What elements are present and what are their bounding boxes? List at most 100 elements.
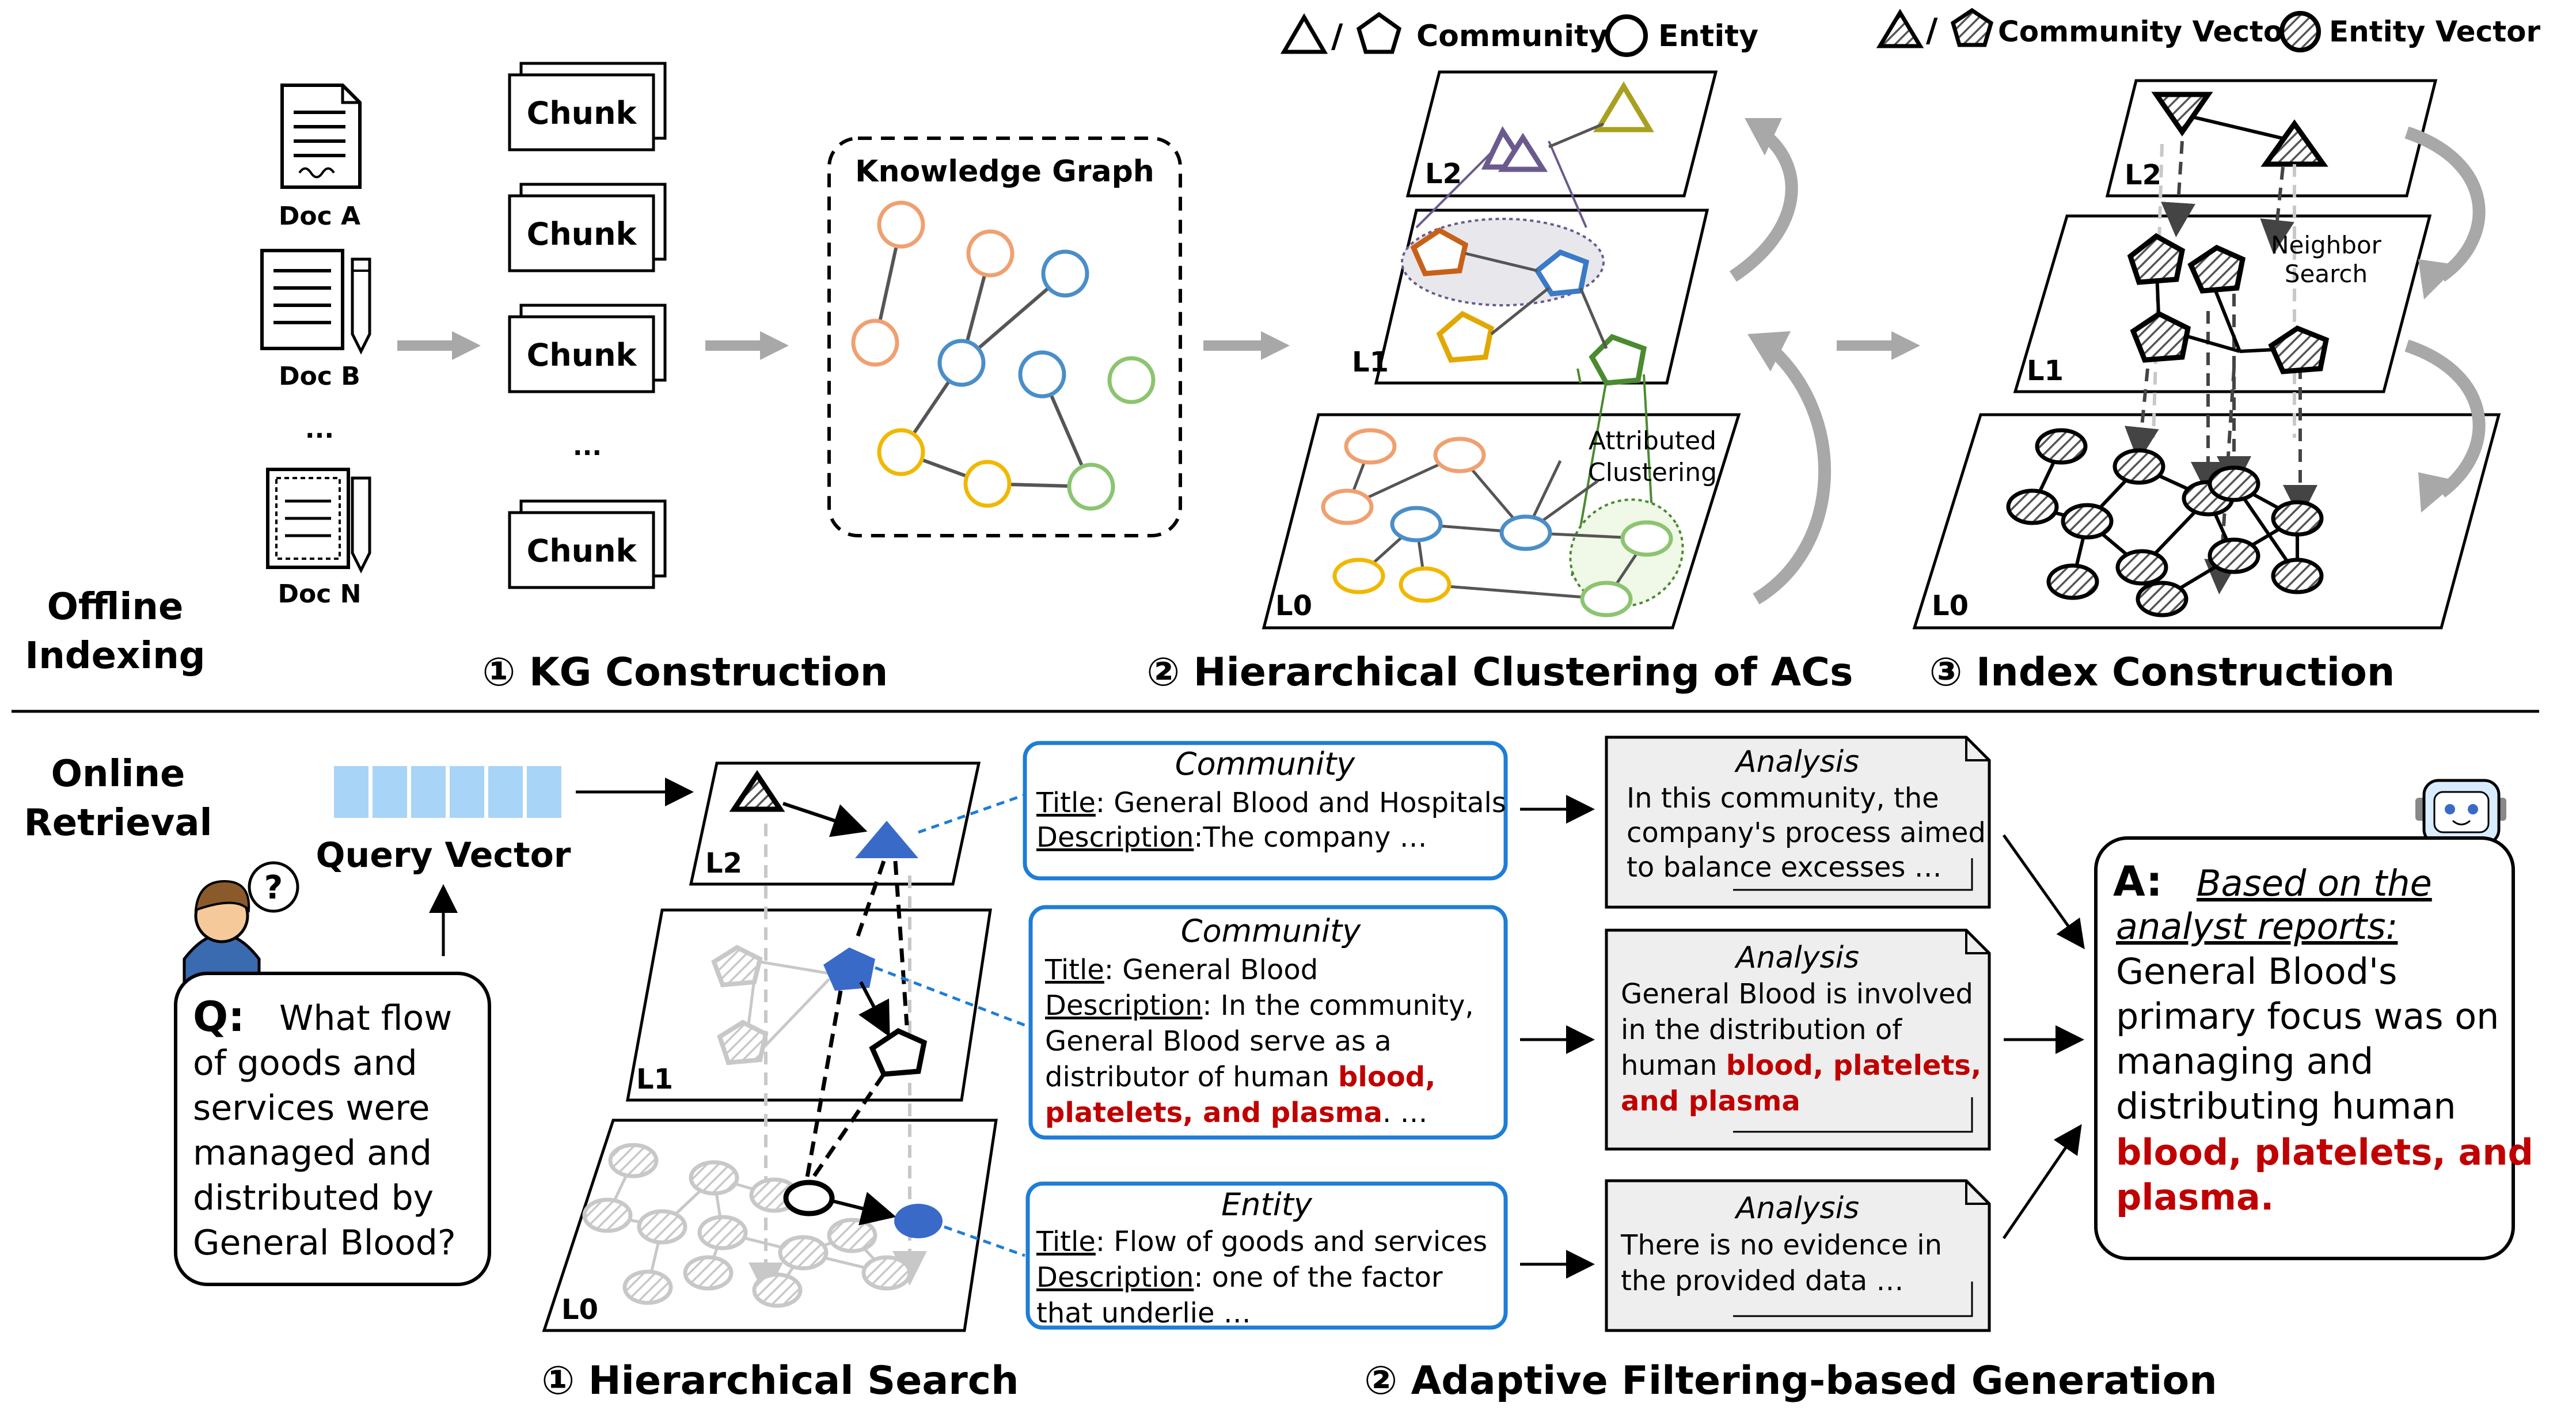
svg-text:Chunk: Chunk xyxy=(527,533,637,569)
query-vector-bar xyxy=(334,766,561,818)
online-label-line2: Retrieval xyxy=(24,802,212,844)
kg-node-orange-2 xyxy=(966,229,1015,278)
community-card-1: Community Title: General Blood and Hospi… xyxy=(1023,741,1508,881)
question-line-6: General Blood? xyxy=(193,1223,456,1263)
svg-text:Community: Community xyxy=(1181,913,1362,949)
legend-index: / Community Vector Entity Vector xyxy=(1876,7,2540,52)
step-index-construction: ③ Index Construction xyxy=(1929,650,2395,695)
kg-node-orange-3 xyxy=(851,319,899,367)
answer-prefix: A: xyxy=(2113,857,2163,905)
doc-ellipsis: ... xyxy=(305,415,334,444)
kg-node-yellow-2 xyxy=(963,460,1012,508)
svg-text:Title: Flow of goods and servi: Title: Flow of goods and services xyxy=(1036,1226,1487,1258)
legend-entity-vector: Entity Vector xyxy=(2329,15,2540,48)
orange-pentagon xyxy=(1410,227,1469,276)
clustering-l2-label: L2 xyxy=(1425,158,1462,190)
kg-node-green-1 xyxy=(1107,356,1156,404)
legend-clustering: / Community Entity xyxy=(1280,12,1758,57)
step-adaptive-generation: ② Adaptive Filtering-based Generation xyxy=(1364,1358,2217,1404)
entity-vector-circle-icon xyxy=(2279,11,2321,52)
arrow-analysis1-to-answer xyxy=(2002,834,2085,950)
legend-slash-1: / xyxy=(1331,18,1343,55)
question-line-1: What flow xyxy=(279,998,452,1038)
answer-lead-1: Based on the xyxy=(2197,862,2432,904)
search-l0-label: L0 xyxy=(561,1294,598,1326)
search-l1-label: L1 xyxy=(636,1063,673,1095)
svg-text:company's process aimed: company's process aimed xyxy=(1627,817,1986,849)
index-l0-label: L0 xyxy=(1932,590,1969,622)
arrow-docs-to-chunks-head xyxy=(452,331,481,360)
question-line-5: distributed by xyxy=(193,1178,434,1218)
clustering-feedback-arrows xyxy=(1729,118,1832,605)
documents-column: Doc A Doc B ... Doc N xyxy=(260,84,371,609)
offline-label-line2: Indexing xyxy=(25,635,205,677)
search-l2-label: L2 xyxy=(705,847,742,880)
kg-node-blue-2 xyxy=(937,339,986,387)
arrow-clustering-to-index-head xyxy=(1891,331,1920,360)
arrow-chunks-to-kg-head xyxy=(760,331,789,360)
legend-slash-2: / xyxy=(1926,12,1938,50)
analysis-2: Analysis General Blood is involved in th… xyxy=(1605,928,1991,1151)
question-line-4: managed and xyxy=(193,1133,432,1173)
retrieved-triangle xyxy=(855,821,918,858)
svg-text:human blood, platelets,: human blood, platelets, xyxy=(1621,1049,1981,1082)
answer-lead-2: analyst reports: xyxy=(2116,905,2398,947)
svg-text:Description: In the community,: Description: In the community, xyxy=(1045,990,1474,1022)
chunk-2: Chunk xyxy=(508,183,667,272)
svg-text:General Blood's: General Blood's xyxy=(2116,950,2397,992)
online-label-line1: Online xyxy=(51,753,185,795)
user-avatar: ? xyxy=(183,861,299,987)
blue-pentagon xyxy=(1534,249,1590,297)
answer-box: A: Based on the analyst reports: General… xyxy=(2094,836,2533,1260)
retrieved-entity xyxy=(894,1204,943,1238)
chunk-3: Chunk xyxy=(508,304,667,393)
legend-community: Community xyxy=(1416,19,1608,54)
doc-a-icon xyxy=(280,84,362,189)
question-line-3: services were xyxy=(193,1088,430,1128)
index-levels: L2 L1 L0 xyxy=(1912,79,2501,630)
retrieved-pentagon xyxy=(823,947,875,991)
step-hierarchical-search: ① Hierarchical Search xyxy=(542,1358,1019,1404)
svg-text:Chunk: Chunk xyxy=(527,216,637,252)
entity-card: Entity Title: Flow of goods and services… xyxy=(1025,1181,1508,1330)
purple-triangle xyxy=(1498,132,1548,172)
index-l1-label: L1 xyxy=(2027,355,2064,387)
doc-a-label: Doc A xyxy=(279,202,360,231)
svg-text:Title: General Blood: Title: General Blood xyxy=(1044,954,1318,986)
svg-text:distributor of human blood,: distributor of human blood, xyxy=(1045,1061,1435,1093)
analysis-1: Analysis In this community, the company'… xyxy=(1605,736,1991,909)
svg-text:Analysis: Analysis xyxy=(1734,941,1859,975)
neighbor-label-2: Search xyxy=(2285,260,2368,288)
legend-community-vector: Community Vector xyxy=(1998,15,2297,48)
svg-text:Description: one of the factor: Description: one of the factor xyxy=(1036,1261,1443,1294)
svg-text:that underlie …: that underlie … xyxy=(1036,1297,1251,1329)
triangle-icon xyxy=(1280,13,1328,54)
svg-text:platelets, and plasma. …: platelets, and plasma. … xyxy=(1045,1097,1428,1129)
community-vector-pentagon-icon xyxy=(1950,7,1994,47)
attributed-label-1: Attributed xyxy=(1589,426,1716,456)
svg-text:Analysis: Analysis xyxy=(1734,745,1859,779)
svg-text:in the distribution of: in the distribution of xyxy=(1621,1014,1902,1046)
clustering-l0-label: L0 xyxy=(1275,590,1312,622)
question-bubble-mark: ? xyxy=(264,869,283,907)
svg-text:to balance excesses …: to balance excesses … xyxy=(1627,851,1942,884)
olive-triangle xyxy=(1593,81,1654,132)
chunks-column: Chunk Chunk Chunk ... Chunk xyxy=(508,62,667,589)
community-card-2: Community Title: General Blood Descripti… xyxy=(1028,905,1508,1140)
index-flow-arrows xyxy=(2404,126,2486,513)
svg-text:There is no evidence in: There is no evidence in xyxy=(1620,1229,1942,1261)
svg-text:managing and: managing and xyxy=(2116,1040,2373,1082)
chunk-1: Chunk xyxy=(508,62,667,151)
svg-text:Description:The company …: Description:The company … xyxy=(1036,821,1427,854)
kg-node-blue-3 xyxy=(1018,350,1066,399)
attributed-label-2: Clustering xyxy=(1588,458,1717,487)
svg-text:General Blood is involved: General Blood is involved xyxy=(1621,978,1973,1010)
svg-text:primary focus was on: primary focus was on xyxy=(2116,995,2499,1037)
arrow-analysis3-to-answer xyxy=(2002,1124,2082,1239)
search-levels: L2 L1 L0 xyxy=(542,761,1025,1332)
doc-n-icon xyxy=(266,468,371,574)
svg-text:Community: Community xyxy=(1175,746,1356,782)
query-vector-label: Query Vector xyxy=(316,835,571,875)
entity-circle-icon xyxy=(1605,14,1648,57)
